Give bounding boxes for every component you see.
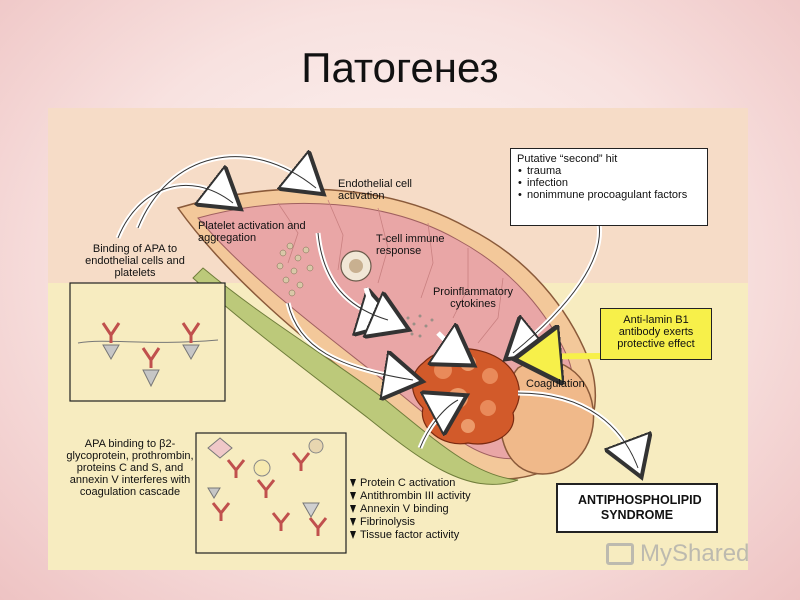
coagulation-effects-list: Protein C activation Antithrombin III ac… [350,476,520,541]
arrow-down-icon [350,504,356,513]
platelet-cluster [276,242,314,297]
watermark-text: MyShared [640,540,750,567]
binding-label: Binding of APA to endothelial cells and … [85,243,185,279]
effect-item: Tissue factor activity [350,528,520,541]
arrow-down-icon [350,517,356,526]
vessel-media-layer [192,267,519,485]
second-hit-item: infection [518,177,701,189]
anti-lamin-box: Anti-lamin B1 antibody exerts protective… [600,308,712,360]
arrow-down-icon [350,478,356,487]
second-hit-item: nonimmune procoagulant factors [518,189,701,201]
cytokines-label: Proinflammatory cytokines [432,286,514,310]
pathway-arrow-outlines [117,156,639,469]
second-hit-item: trauma [518,165,701,177]
t-cell-response-label: T-cell immune response [376,233,445,257]
platelet-activation-label: Platelet activation and aggregation [198,220,306,244]
cell-membrane [77,339,219,344]
t-cell-nucleus [349,259,363,273]
antibody-receptor-group [101,322,201,388]
second-hit-list: trauma infection nonimmune procoagulant … [517,165,701,201]
presentation-icon [606,543,634,565]
coagulation-proteins-group [207,437,328,536]
watermark: MyShared [606,540,749,568]
pathogenesis-figure: Binding of APA to endothelial cells and … [48,108,748,570]
effect-item: Fibrinolysis [350,515,520,528]
effect-item: Antithrombin III activity [350,489,520,502]
endothelial-cell-outlines [277,199,504,344]
effect-item: Protein C activation [350,476,520,489]
effect-item: Annexin V binding [350,502,520,515]
apa-binding-label: APA binding to β2-glycoprotein, prothrom… [66,438,194,498]
endothelial-activation-label: Endothelial cell activation [338,178,412,202]
arrow-down-icon [350,530,356,539]
arrow-down-icon [350,491,356,500]
protective-arrow [526,356,604,358]
coagulation-label: Coagulation [526,378,585,390]
second-hit-box: Putative “second” hit trauma infection n… [510,148,708,226]
second-hit-title: Putative “second” hit [517,153,618,165]
syndrome-box: ANTIPHOSPHOLIPID SYNDROME [556,483,718,533]
slide-title: Патогенез [301,44,499,91]
